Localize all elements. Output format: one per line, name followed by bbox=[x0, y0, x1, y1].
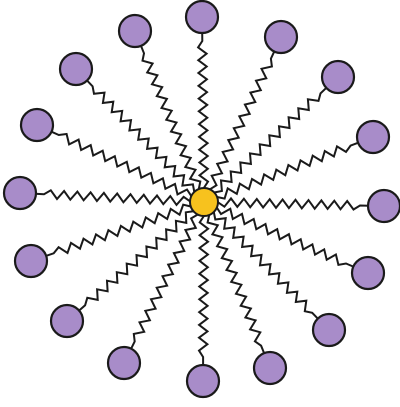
outer-node-10 bbox=[108, 347, 140, 379]
outer-node-8 bbox=[254, 352, 286, 384]
outer-node-5 bbox=[368, 190, 400, 222]
outer-node-9 bbox=[187, 365, 219, 397]
outer-node-13 bbox=[4, 177, 36, 209]
outer-node-12 bbox=[15, 245, 47, 277]
outer-node-16 bbox=[119, 15, 151, 47]
center-core-node bbox=[190, 188, 218, 216]
outer-node-2 bbox=[265, 21, 297, 53]
outer-node-4 bbox=[357, 121, 389, 153]
outer-node-15 bbox=[60, 53, 92, 85]
outer-node-6 bbox=[352, 257, 384, 289]
outer-node-1 bbox=[186, 1, 218, 33]
outer-node-3 bbox=[322, 61, 354, 93]
outer-node-11 bbox=[51, 305, 83, 337]
outer-node-14 bbox=[21, 109, 53, 141]
outer-node-7 bbox=[313, 314, 345, 346]
